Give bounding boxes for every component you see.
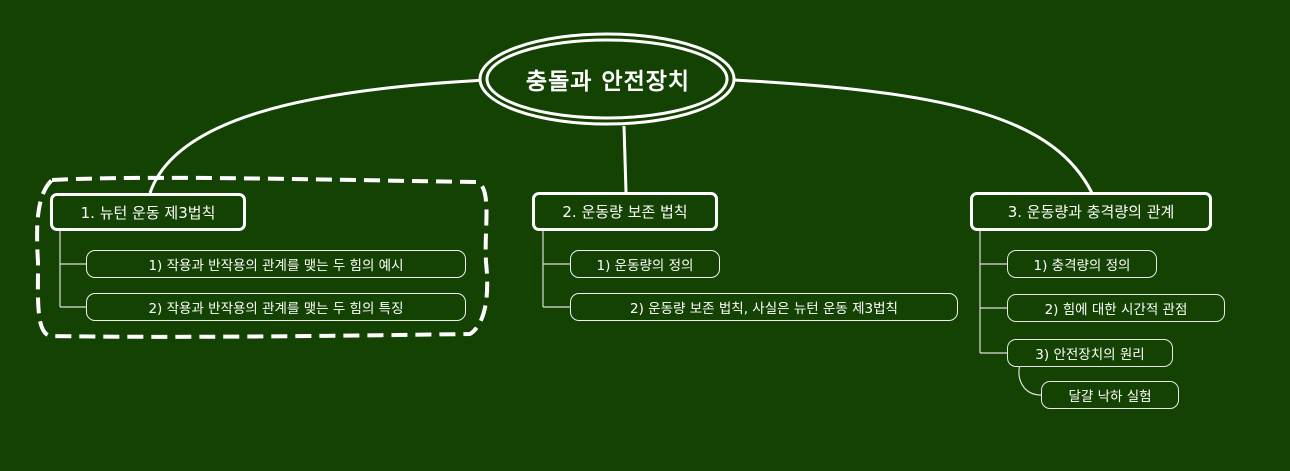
dashed-highlight-outline bbox=[35, 175, 490, 339]
connector-branch3-children bbox=[979, 231, 1007, 354]
root-topic[interactable]: 충돌과 안전장치 bbox=[480, 40, 736, 118]
topic-label: 2) 작용과 반작용의 관계를 맺는 두 힘의 특징 bbox=[148, 301, 404, 317]
branch-label: 3. 운동량과 충격량의 관계 bbox=[1007, 203, 1175, 221]
topic-force-time-view[interactable]: 2) 힘에 대한 시간적 관점 bbox=[1007, 294, 1225, 322]
topic-action-reaction-features[interactable]: 2) 작용과 반작용의 관계를 맺는 두 힘의 특징 bbox=[86, 293, 466, 321]
connector-root-branch2 bbox=[622, 125, 628, 193]
connector-leaf bbox=[1018, 363, 1042, 396]
branch-momentum-impulse[interactable]: 3. 운동량과 충격량의 관계 bbox=[970, 192, 1212, 231]
branch-label: 2. 운동량 보존 법칙 bbox=[562, 203, 688, 221]
topic-label: 1) 운동량의 정의 bbox=[596, 258, 694, 274]
topic-egg-drop-experiment[interactable]: 달걀 낙하 실험 bbox=[1041, 381, 1179, 409]
topic-label: 3) 안전장치의 원리 bbox=[1035, 347, 1145, 363]
connector-root-branch1 bbox=[148, 78, 487, 194]
topic-label: 1) 충격량의 정의 bbox=[1033, 258, 1131, 274]
topic-label: 2) 운동량 보존 법칙, 사실은 뉴턴 운동 제3법칙 bbox=[630, 301, 898, 317]
branch-momentum-conservation[interactable]: 2. 운동량 보존 법칙 bbox=[532, 192, 718, 231]
topic-momentum-is-third-law[interactable]: 2) 운동량 보존 법칙, 사실은 뉴턴 운동 제3법칙 bbox=[570, 293, 958, 321]
topic-label: 1) 작용과 반작용의 관계를 맺는 두 힘의 예시 bbox=[148, 258, 404, 274]
branch-label: 1. 뉴턴 운동 제3법칙 bbox=[80, 203, 216, 222]
root-ellipse-inner bbox=[485, 38, 729, 120]
topic-impulse-definition[interactable]: 1) 충격량의 정의 bbox=[1007, 250, 1157, 278]
connector-branch1-children bbox=[59, 231, 86, 308]
branch-newton-third-law[interactable]: 1. 뉴턴 운동 제3법칙 bbox=[50, 193, 246, 231]
topic-momentum-definition[interactable]: 1) 운동량의 정의 bbox=[570, 250, 720, 278]
connector-root-branch3 bbox=[733, 78, 1094, 194]
root-title: 충돌과 안전장치 bbox=[525, 69, 691, 95]
topic-label: 2) 힘에 대한 시간적 관점 bbox=[1044, 302, 1188, 318]
topic-action-reaction-examples[interactable]: 1) 작용과 반작용의 관계를 맺는 두 힘의 예시 bbox=[86, 250, 466, 278]
connector-branch2-children bbox=[542, 231, 570, 308]
root-ellipse-outer bbox=[478, 32, 736, 126]
topic-label: 달걀 낙하 실험 bbox=[1068, 389, 1152, 405]
topic-safety-device-principle[interactable]: 3) 안전장치의 원리 bbox=[1007, 339, 1173, 367]
